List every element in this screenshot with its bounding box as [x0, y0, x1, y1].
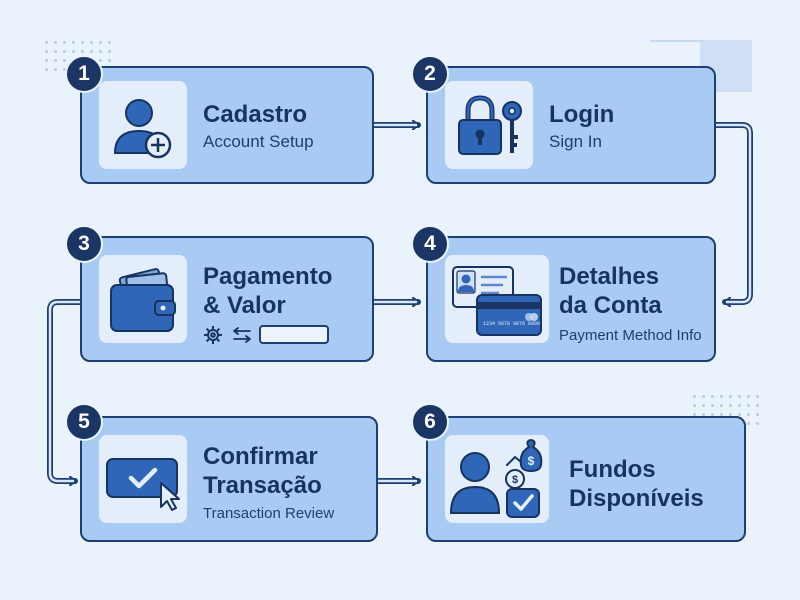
step-subtitle: Transaction Review [203, 505, 335, 522]
amount-field [259, 325, 329, 344]
step-card-3: Pagamento & Valor [80, 236, 374, 362]
step-number-badge: 1 [65, 55, 103, 93]
step-title-line-1: Pagamento [203, 263, 333, 290]
step-number-badge: 3 [65, 225, 103, 263]
step-title-line-1: Detalhes [559, 263, 660, 290]
step-title: Cadastro [203, 101, 308, 128]
step-card-5: Confirmar Transação Transaction Review [80, 416, 378, 542]
wallet-icon [99, 255, 187, 343]
step-card-4: 1234 5678 9876 8800 Detalhes da Conta Pa… [426, 236, 716, 362]
background-line [650, 40, 705, 42]
step-number-badge: 6 [411, 403, 449, 441]
step-card-1: Cadastro Account Setup [80, 66, 374, 184]
step-subtitle: Sign In [549, 132, 602, 151]
coin-dollar-icon: $ [512, 474, 518, 486]
id-card-credit-card-icon: 1234 5678 9876 8800 [445, 255, 549, 343]
step-subtitle: Payment Method Info [559, 327, 702, 344]
step-title-line-1: Confirmar [203, 443, 318, 470]
confirm-screen-icon [99, 435, 187, 523]
step-title-line-2: & Valor [203, 292, 286, 319]
step-title-line-1: Fundos [569, 456, 656, 483]
step-title-line-2: Transação [203, 472, 322, 499]
step-card-2: Login Sign In [426, 66, 716, 184]
user-money-check-icon: $ $ [445, 435, 549, 523]
step-card-6: $ $ Fundos Disponíveis [426, 416, 746, 542]
step-number-badge: 5 [65, 403, 103, 441]
user-add-icon [99, 81, 187, 169]
padlock-key-icon [445, 81, 533, 169]
gear-icon [203, 325, 223, 345]
dollar-sign-icon: $ [528, 454, 535, 468]
step-title-line-2: da Conta [559, 292, 662, 319]
step-title: Login [549, 101, 615, 128]
card-number-text: 1234 5678 9876 8800 [483, 321, 540, 327]
step-title-line-2: Disponíveis [569, 485, 704, 512]
transfer-arrows-icon [231, 326, 253, 344]
step-number-badge: 4 [411, 225, 449, 263]
step-number-badge: 2 [411, 55, 449, 93]
step-subtitle: Account Setup [203, 132, 314, 151]
